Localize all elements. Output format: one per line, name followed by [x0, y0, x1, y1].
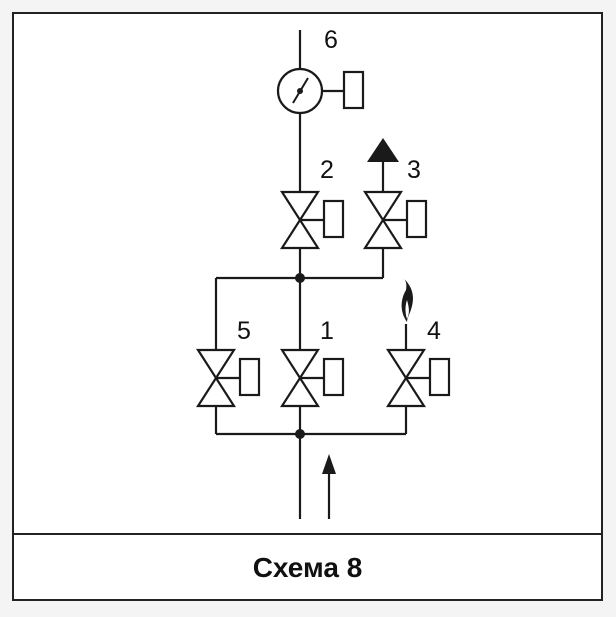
- flame-icon: [401, 279, 414, 322]
- label-5: 5: [237, 317, 251, 345]
- valve-2-icon: [279, 190, 345, 250]
- piping-diagram: 6 2 3 5 1 4: [14, 14, 601, 533]
- valve-1-icon: [279, 348, 345, 408]
- figure-frame: 6 2 3 5 1 4 Схема 8: [12, 12, 603, 601]
- valve-manifold-schematic: 6 2 3 5 1 4: [195, 26, 451, 519]
- valve-4-icon: [385, 348, 451, 408]
- label-6: 6: [324, 26, 338, 54]
- valve-5-icon: [195, 348, 261, 408]
- pressure-gauge-icon: [276, 67, 365, 115]
- caption-box: Схема 8: [14, 533, 601, 601]
- label-2: 2: [320, 156, 334, 184]
- flow-arrow-icon: [322, 454, 336, 519]
- scheme-caption: Схема 8: [252, 552, 363, 583]
- label-4: 4: [427, 317, 441, 345]
- valve-3-icon: [362, 190, 428, 250]
- label-3: 3: [407, 156, 421, 184]
- label-1: 1: [320, 317, 334, 345]
- vent-arrow-icon: [367, 138, 399, 192]
